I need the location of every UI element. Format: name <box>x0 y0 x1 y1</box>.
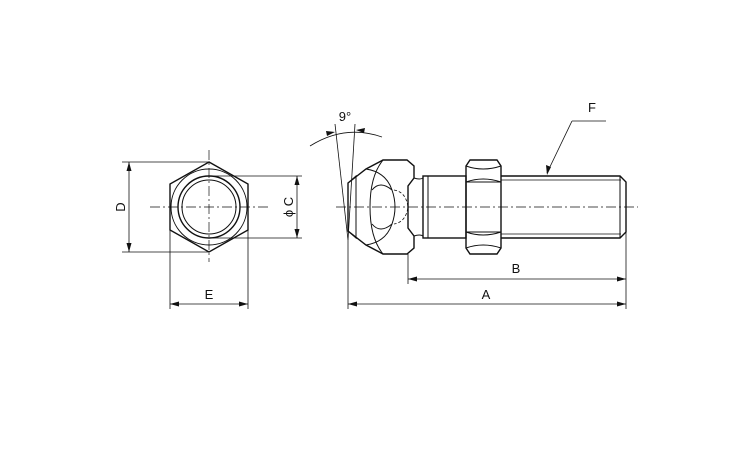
dim-a-label: A <box>482 287 491 302</box>
dim-d-label: D <box>113 202 128 211</box>
ball-seat-bottom <box>371 223 393 230</box>
ball-inner-circle <box>181 179 237 235</box>
side-view: 9° F B A <box>309 100 638 309</box>
angle-ref-line-tilted <box>347 123 356 241</box>
threaded-rod <box>501 175 627 239</box>
dim-b-arrow-right <box>617 276 626 282</box>
hex-nut-curve-2 <box>465 178 502 183</box>
dim-c-arrow-top <box>294 176 300 185</box>
dim-a-arrow-left <box>348 301 357 307</box>
dim-e-arrow-left <box>170 301 179 307</box>
dim-e-arrow-right <box>239 301 248 307</box>
dim-d-arrow-bottom <box>126 243 132 252</box>
angle-arrow-left <box>326 131 335 136</box>
dim-a-arrow-right <box>617 301 626 307</box>
ball-sphere <box>365 168 396 246</box>
angle-label: 9° <box>339 109 351 124</box>
dim-f-leader-diagonal <box>546 120 573 174</box>
neck-curve-top <box>413 177 424 180</box>
ball-inner-curve <box>369 159 384 255</box>
ball-neck-hidden <box>393 189 409 225</box>
dim-f-label: F <box>588 100 596 115</box>
dim-b-label: B <box>512 261 521 276</box>
ball-pad-outline <box>347 159 415 255</box>
ball-seat-top <box>371 184 393 191</box>
angle-arc <box>309 131 383 147</box>
hex-nut-curve-3 <box>465 231 502 236</box>
dim-c-label: ϕ C <box>281 197 296 217</box>
end-view: D E ϕ C <box>113 150 302 309</box>
hex-nut-curve-1 <box>465 165 502 170</box>
dim-d-arrow-top <box>126 162 132 171</box>
angle-arrow-right <box>356 128 365 133</box>
dim-c-arrow-bottom <box>294 229 300 238</box>
dim-e-label: E <box>205 287 214 302</box>
neck-curve-bottom <box>413 234 424 237</box>
dim-b-arrow-left <box>408 276 417 282</box>
dim-f-arrow <box>546 165 551 175</box>
hex-chamfer-circle <box>170 168 248 246</box>
hex-nut-curve-4 <box>465 244 502 249</box>
angle-ref-line-vertical <box>334 123 349 241</box>
